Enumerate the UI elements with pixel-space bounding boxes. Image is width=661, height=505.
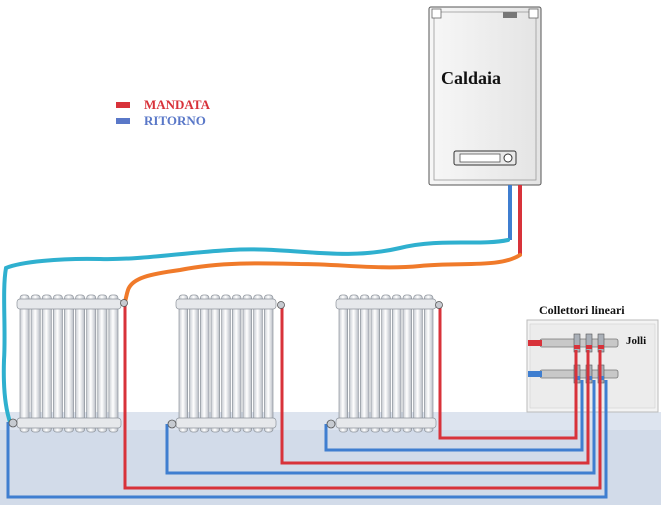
radiator-fin — [402, 294, 413, 433]
collector-title: Collettori lineari — [539, 303, 625, 317]
return-distribution-pipes — [6, 380, 608, 499]
radiator-header-bottom — [335, 417, 437, 429]
radiator-fin — [423, 294, 434, 433]
radiator-fin — [64, 294, 74, 433]
radiator-fin — [413, 294, 423, 433]
supply-main-line — [122, 253, 522, 306]
radiator-header-top — [335, 298, 437, 310]
radiator-fin — [86, 294, 97, 433]
radiator-fin — [97, 294, 108, 433]
radiator-fin — [391, 294, 402, 433]
radiator-fin — [242, 294, 253, 433]
radiator-1 — [16, 294, 122, 433]
supply-swatch — [116, 102, 130, 108]
radiator-header-top — [16, 298, 122, 310]
radiator-fin — [253, 294, 263, 433]
legend-supply: MANDATA — [116, 97, 210, 113]
radiator-valves — [8, 299, 443, 429]
radiator-fin — [199, 294, 210, 433]
radiator-fin — [210, 294, 221, 433]
boiler-label: Caldaia — [441, 68, 502, 88]
radiator-fin — [41, 294, 52, 433]
radiator-fin — [19, 294, 30, 433]
radiator-fin — [108, 294, 119, 433]
legend-return-label: RITORNO — [144, 113, 206, 128]
radiator-fin — [338, 294, 349, 433]
legend-supply-label: MANDATA — [144, 97, 210, 112]
radiator-fin — [231, 294, 242, 433]
supply-distribution-pipes — [123, 305, 602, 490]
radiator-fin — [189, 294, 199, 433]
radiator-fin — [263, 294, 274, 433]
radiator-fin — [75, 294, 86, 433]
radiator-fin — [52, 294, 63, 433]
radiator-fin — [359, 294, 370, 433]
return-main-line — [1, 238, 510, 424]
legend-return: RITORNO — [116, 113, 210, 129]
radiator-header-bottom — [175, 417, 277, 429]
radiator-fin — [30, 294, 41, 433]
radiator-fin — [349, 294, 359, 433]
return-swatch — [116, 118, 130, 124]
radiator-3 — [335, 294, 437, 433]
radiator-fin — [381, 294, 391, 433]
legend: MANDATA RITORNO — [116, 97, 210, 129]
boiler — [428, 6, 542, 186]
collector-brand: Jolli — [626, 335, 647, 347]
radiator-2 — [175, 294, 277, 433]
radiator-fin — [370, 294, 381, 433]
radiator-header-bottom — [16, 417, 122, 429]
radiator-fin — [221, 294, 231, 433]
radiator-header-top — [175, 298, 277, 310]
radiator-fin — [178, 294, 189, 433]
